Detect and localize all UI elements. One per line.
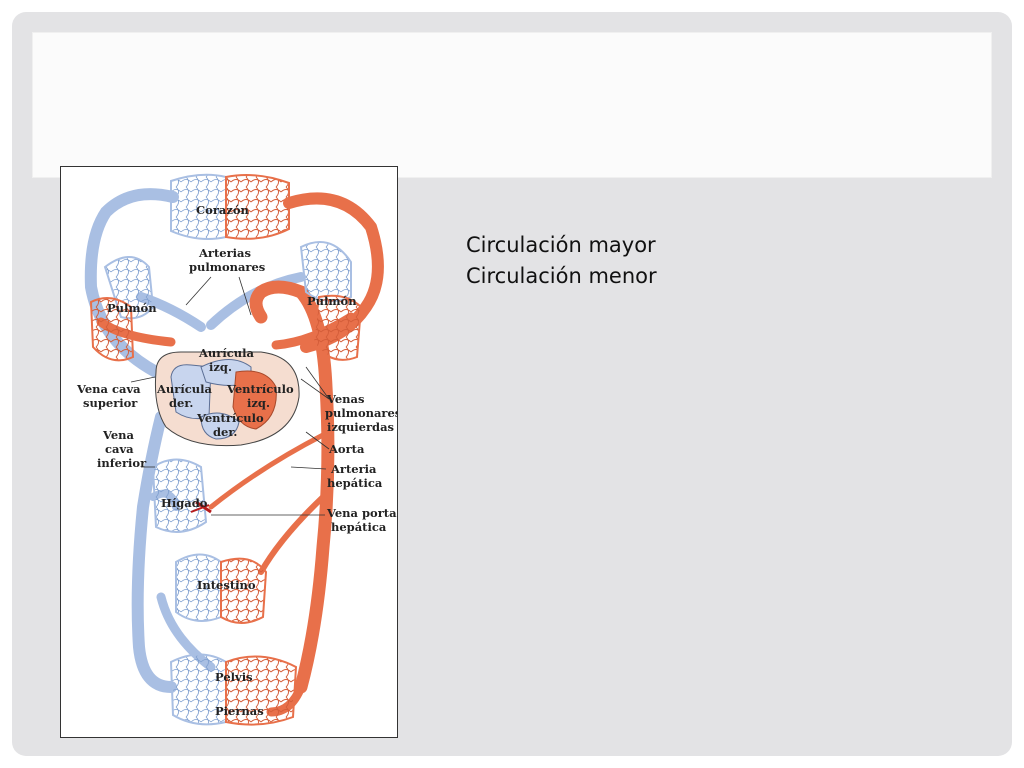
label-vena-cava-inf-2: cava	[105, 442, 134, 456]
label-auricula-der-2: der.	[169, 396, 193, 410]
lung-left	[89, 256, 155, 362]
label-vena-cava-inf-3: inferior	[97, 456, 147, 470]
bullet-circulacion-menor: Circulación menor	[466, 264, 657, 288]
label-ventriculo-izq-2: izq.	[247, 396, 270, 410]
liver-bed	[151, 458, 212, 533]
label-auricula-izq-1: Aurícula	[198, 346, 254, 360]
label-ventriculo-der-2: der.	[213, 425, 237, 439]
label-vena-cava-sup-2: superior	[83, 396, 138, 410]
label-venas-pulm-2: pulmonares	[325, 406, 397, 420]
label-vena-porta-2: hepática	[331, 520, 387, 534]
capillary-bed-corazon	[170, 173, 290, 240]
label-pulmonares: pulmonares	[189, 260, 265, 274]
label-venas-pulm-1: Venas	[326, 392, 364, 406]
label-arteria-hep-2: hepática	[327, 476, 383, 490]
intestine-bed	[175, 553, 268, 624]
label-vena-porta-1: Vena porta	[326, 506, 397, 520]
label-piernas: Piernas	[215, 704, 264, 718]
lung-right	[299, 241, 363, 361]
label-higado: Hígado	[161, 496, 208, 510]
label-intestino: Intestino	[197, 578, 256, 592]
label-pelvis: Pelvis	[215, 670, 253, 684]
label-pulmon-left: Pulmón	[107, 301, 157, 315]
label-auricula-der-1: Aurícula	[156, 382, 212, 396]
circulation-svg: Corazón Arterias pulmonares Pulmón Pulmó…	[76, 173, 397, 726]
label-vena-cava-sup-1: Vena cava	[76, 382, 141, 396]
label-arterias: Arterias	[198, 246, 251, 260]
label-venas-pulm-3: izquierdas	[327, 420, 394, 434]
slide-body: Circulación mayor Circulación menor	[466, 230, 657, 292]
label-vena-cava-inf-1: Vena	[102, 428, 135, 442]
label-corazon: Corazón	[196, 203, 250, 217]
heart	[155, 351, 300, 447]
label-ventriculo-izq-1: Ventrículo	[226, 382, 294, 396]
label-ventriculo-der-1: Ventrículo	[196, 411, 264, 425]
title-placeholder	[32, 32, 992, 178]
label-arteria-hep-1: Arteria	[330, 462, 377, 476]
label-pulmon-right: Pulmón	[307, 294, 357, 308]
label-auricula-izq-2: izq.	[209, 360, 232, 374]
leader-lines	[130, 276, 330, 516]
bullet-circulacion-mayor: Circulación mayor	[466, 233, 656, 257]
label-aorta: Aorta	[328, 442, 365, 456]
circulation-diagram: Corazón Arterias pulmonares Pulmón Pulmó…	[60, 166, 398, 738]
pelvis-legs-bed	[169, 653, 298, 726]
